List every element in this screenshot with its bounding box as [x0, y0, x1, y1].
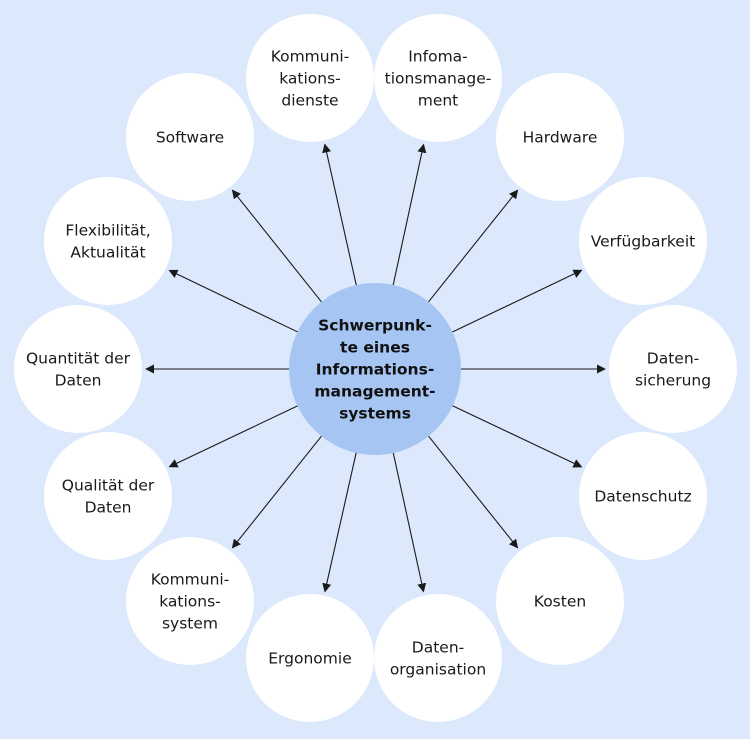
node-label-line: Ergonomie	[268, 650, 351, 668]
node-label-line: Hardware	[523, 129, 598, 147]
node-circle	[609, 305, 737, 433]
node-circle	[579, 432, 707, 560]
node-software: Software	[126, 73, 254, 201]
node-label-line: ment	[418, 92, 459, 110]
node-label-line: Kommuni-	[151, 571, 230, 589]
center-label-line: systems	[339, 405, 411, 423]
arrow-to-kommunikationsdienste	[322, 143, 358, 288]
node-circle	[374, 594, 502, 722]
node-circle	[126, 537, 254, 665]
arrow-to-ergonomie	[322, 450, 358, 593]
node-label-line: sicherung	[635, 372, 711, 390]
arrow-to-flexibilitaet-aktualitaet	[168, 269, 300, 334]
node-label-line: organisation	[390, 661, 486, 679]
node-label-line: Daten	[85, 499, 132, 517]
node-ergonomie: Ergonomie	[246, 594, 374, 722]
arrow-to-kosten	[426, 434, 519, 549]
node-label-line: tionsmanage-	[385, 70, 492, 88]
arrow-to-qualitaet-der-daten	[168, 404, 300, 468]
arrow-to-datenschutz	[450, 404, 583, 468]
node-circle	[246, 594, 374, 722]
node-circle	[246, 14, 374, 142]
node-label-line: Qualität der	[62, 477, 155, 495]
center-node: Schwerpunk-te einesInformations-manageme…	[289, 283, 461, 455]
arrows-layer	[145, 143, 606, 593]
arrow-to-datenorganisation	[392, 450, 427, 593]
node-label-line: Flexibilität,	[65, 222, 150, 240]
node-label-line: Kommuni-	[271, 48, 350, 66]
center-label-line: Informations-	[316, 361, 435, 379]
node-label-line: Quantität der	[26, 350, 131, 368]
node-kosten: Kosten	[496, 537, 624, 665]
node-label-line: Infoma-	[408, 48, 468, 66]
node-datenorganisation: Daten-organisation	[374, 594, 502, 722]
nodes-layer: Kommuni-kations-diensteInfoma-tionsmanag…	[14, 14, 737, 722]
node-label-line: system	[162, 615, 218, 633]
node-circle	[126, 73, 254, 201]
node-verfuegbarkeit: Verfügbarkeit	[579, 177, 707, 305]
node-label-line: Verfügbarkeit	[591, 233, 695, 251]
node-label-line: Kosten	[534, 593, 586, 611]
node-circle	[496, 537, 624, 665]
node-circle	[579, 177, 707, 305]
arrow-to-hardware	[426, 189, 519, 304]
node-circle	[496, 73, 624, 201]
node-label-line: kations-	[159, 593, 221, 611]
node-label-line: Daten	[55, 372, 102, 390]
node-label-line: kations-	[279, 70, 341, 88]
arrow-to-kommunikationssystem	[231, 434, 324, 549]
center-label-line: te eines	[340, 339, 410, 357]
arrow-to-software	[231, 189, 324, 304]
center-label-line: Schwerpunk-	[318, 317, 432, 335]
node-label-line: Software	[156, 129, 224, 147]
node-circle	[44, 432, 172, 560]
node-circle	[44, 177, 172, 305]
node-label-line: Daten-	[647, 350, 699, 368]
node-circle	[14, 305, 142, 433]
node-circle	[374, 14, 502, 142]
node-datensicherung: Daten-sicherung	[609, 305, 737, 433]
node-label-line: dienste	[281, 92, 338, 110]
node-hardware: Hardware	[496, 73, 624, 201]
node-label-line: Daten-	[412, 639, 464, 657]
arrow-to-informationsmanagement	[392, 143, 427, 288]
arrow-to-verfuegbarkeit	[450, 269, 583, 334]
node-datenschutz: Datenschutz	[579, 432, 707, 560]
node-label-line: Aktualität	[70, 244, 145, 262]
center-label-line: management-	[314, 383, 435, 401]
node-flexibilitaet-aktualitaet: Flexibilität, Aktualität	[44, 177, 172, 305]
node-kommunikationsdienste: Kommuni-kations-dienste	[246, 14, 374, 142]
node-label-line: Datenschutz	[594, 488, 691, 506]
node-kommunikationssystem: Kommuni-kations-system	[126, 537, 254, 665]
node-informationsmanagement: Infoma-tionsmanage-ment	[374, 14, 502, 142]
center-circle	[289, 283, 461, 455]
